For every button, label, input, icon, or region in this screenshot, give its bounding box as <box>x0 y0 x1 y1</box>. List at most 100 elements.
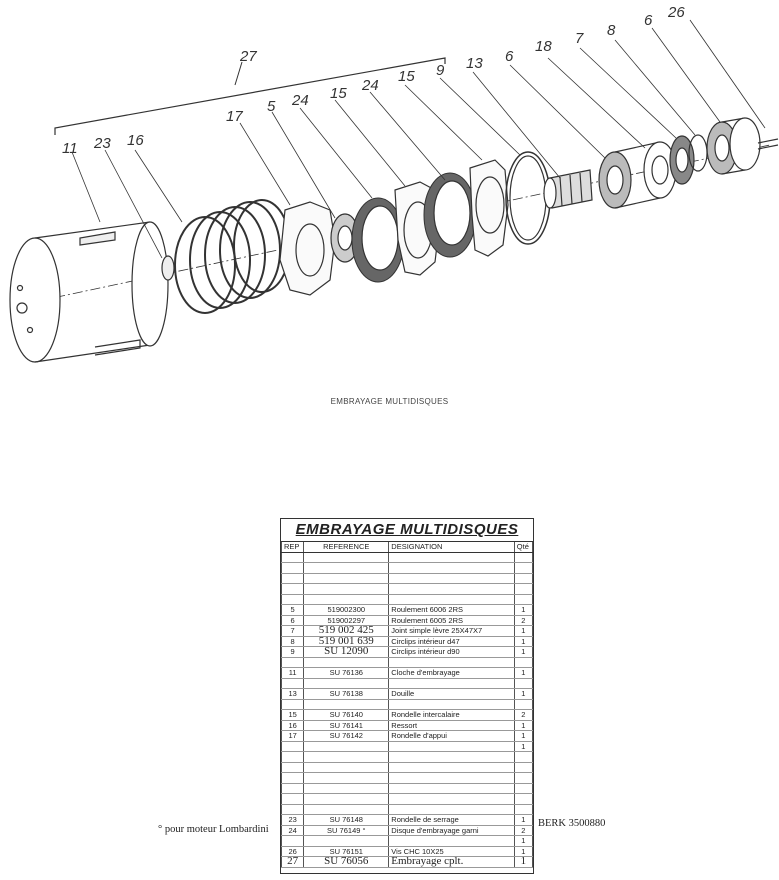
cell-ref <box>303 783 390 794</box>
left-note: ° pour moteur Lombardini <box>158 824 269 835</box>
diagram-caption: EMBRAYAGE MULTIDISQUES <box>330 397 449 406</box>
cell-des <box>388 835 515 847</box>
cell-qty <box>513 657 534 668</box>
cell-rep <box>280 594 305 605</box>
cell-ref <box>303 583 390 595</box>
cell-des <box>388 699 515 710</box>
cell-ref <box>303 835 390 847</box>
sleeve <box>543 169 593 209</box>
cell-qty <box>513 573 534 584</box>
callout-9: 9 <box>436 62 445 79</box>
cell-rep <box>280 793 305 805</box>
cell-rep: 11 <box>280 667 305 679</box>
cell-rep: 6 <box>280 615 305 626</box>
cell-ref: 519 001 639 <box>303 636 390 647</box>
cell-ref: SU 76149 ° <box>303 825 390 836</box>
cell-des <box>388 573 515 584</box>
cell-qty: 2 <box>513 825 534 836</box>
cell-des <box>388 562 515 574</box>
table-row: 1 <box>280 741 534 752</box>
callout-8: 8 <box>607 22 616 39</box>
header-qty: Qté <box>513 542 534 553</box>
cell-qty: 1 <box>513 741 534 752</box>
callout-16: 16 <box>127 132 144 149</box>
table-row <box>280 762 534 773</box>
cell-ref: 519002300 <box>303 604 390 616</box>
cell-rep: 5 <box>280 604 305 616</box>
clutch-discs <box>351 159 509 283</box>
cell-ref: SU 76136 <box>303 667 390 679</box>
cell-rep <box>280 573 305 584</box>
cell-qty: 1 <box>513 688 534 700</box>
cell-rep <box>280 835 305 847</box>
cell-ref <box>303 552 390 563</box>
cell-rep: 23 <box>280 814 305 826</box>
cell-rep <box>280 751 305 763</box>
cell-ref: SU 76140 <box>303 709 390 721</box>
callout-5: 5 <box>267 98 276 115</box>
cell-ref <box>303 678 390 689</box>
cell-qty <box>513 562 534 574</box>
cell-rep <box>280 657 305 668</box>
table-header-row: REP REFERENCE DESIGNATION Qté <box>280 542 534 553</box>
right-note: BERK 3500880 <box>538 818 606 829</box>
table-row <box>280 699 534 710</box>
cell-des <box>388 594 515 605</box>
cell-ref <box>303 657 390 668</box>
table-row <box>280 552 534 563</box>
cell-rep <box>280 741 305 752</box>
cell-qty <box>513 783 534 794</box>
cell-ref <box>303 562 390 574</box>
table-row <box>280 594 534 605</box>
table-row: 1 <box>280 835 534 847</box>
table-row <box>280 751 534 763</box>
cell-ref <box>303 772 390 784</box>
cell-rep <box>280 699 305 710</box>
cell-rep <box>280 783 305 794</box>
cell-des: Cloche d'embrayage <box>388 667 515 679</box>
cell-qty: 1 <box>513 604 534 616</box>
cell-ref: SU 12090 <box>303 646 390 658</box>
callout-13: 13 <box>466 55 483 72</box>
callout-7: 7 <box>575 30 584 47</box>
cell-des <box>388 751 515 763</box>
cell-ref <box>303 762 390 773</box>
cell-des: Circlips intérieur d47 <box>388 636 515 647</box>
cell-qty: 1 <box>513 835 534 847</box>
table-row <box>280 772 534 784</box>
bearings <box>598 117 761 209</box>
cell-des <box>388 804 515 815</box>
callout-24b: 24 <box>362 77 379 94</box>
cell-rep <box>280 762 305 773</box>
cell-ref: SU 76151 <box>303 846 390 857</box>
cell-ref <box>303 741 390 752</box>
cell-qty <box>513 552 534 563</box>
cell-rep <box>280 772 305 784</box>
cell-ref: 519 002 425 <box>303 625 390 637</box>
cell-ref <box>303 804 390 815</box>
cell-des <box>388 678 515 689</box>
cell-ref <box>303 751 390 763</box>
cell-qty: 1 <box>513 720 534 731</box>
cell-des: Rondelle de serrage <box>388 814 515 826</box>
callout-18: 18 <box>535 38 552 55</box>
cell-rep: 15 <box>280 709 305 721</box>
table-row <box>280 562 534 574</box>
cell-des <box>388 741 515 752</box>
cell-rep <box>280 562 305 574</box>
callout-6b: 6 <box>644 12 653 29</box>
cell-rep <box>280 552 305 563</box>
